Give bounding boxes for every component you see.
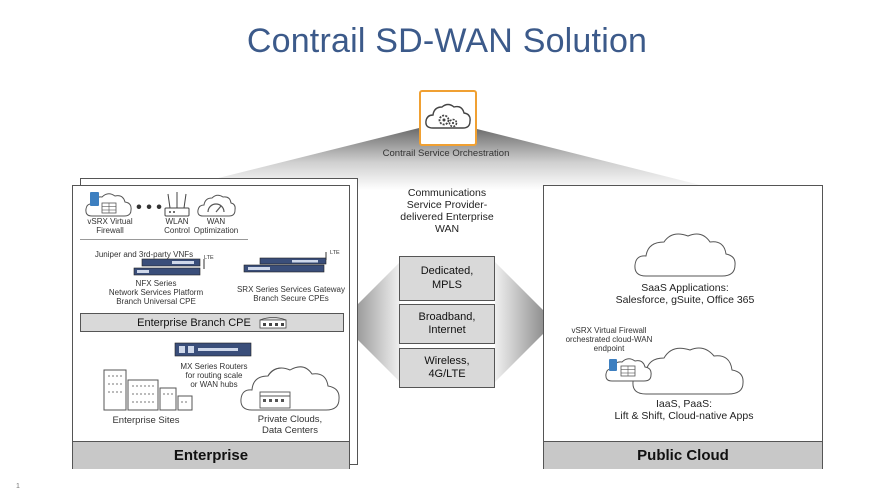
orchestration-box [419,90,477,146]
page-title: Contrail SD-WAN Solution [246,22,648,60]
vsrx-cloud-icon [85,192,132,217]
srx-device-icon [243,252,327,273]
nfx-lte-label: LTE [204,255,214,261]
cloud-vsrx-icon [605,358,652,382]
vnfs-label: Juniper and 3rd-party VNFs [94,250,194,259]
saas-cloud-icon [634,233,736,277]
cloud-gears-icon [425,103,471,129]
private-cloud-icon [240,366,340,411]
enterprise-buildings-icon [103,369,193,411]
ellipsis-dots: • • • [136,199,162,216]
public-cloud-panel: Public Cloud [543,185,823,469]
srx-lte-label: LTE [330,250,340,256]
page-number: 1 [16,483,20,490]
enterprise-sites-label: Enterprise Sites [112,415,180,426]
orchestration-cone [170,128,720,190]
enterprise-branch-cpe-bar: Enterprise Branch CPE [80,313,344,332]
saas-label: SaaS Applications:Salesforce, gSuite, Of… [615,282,755,307]
orchestration-label: Contrail Service Orchestration [382,148,510,159]
private-clouds-label: Private Clouds,Data Centers [257,414,323,436]
wan-option-broadband: Broadband,Internet [399,304,495,344]
vnf-divider [80,239,248,240]
wan-optimization-icon [197,194,236,217]
mx-router-icon [174,342,252,357]
arrow-left [340,262,400,382]
wan-option-wireless: Wireless,4G/LTE [399,348,495,388]
arrow-right [495,262,555,382]
wan-option-dedicated: Dedicated,MPLS [399,256,495,301]
public-cloud-footer: Public Cloud [544,441,822,469]
iaas-label: IaaS, PaaS:Lift & Shift, Cloud-native Ap… [614,398,754,423]
wlan-controller-icon [164,192,190,217]
nfx-device-icon [133,258,205,276]
provider-label: Communications Service Provider- deliver… [400,187,494,236]
branch-building-icon [259,316,287,328]
enterprise-footer: Enterprise [73,441,349,469]
